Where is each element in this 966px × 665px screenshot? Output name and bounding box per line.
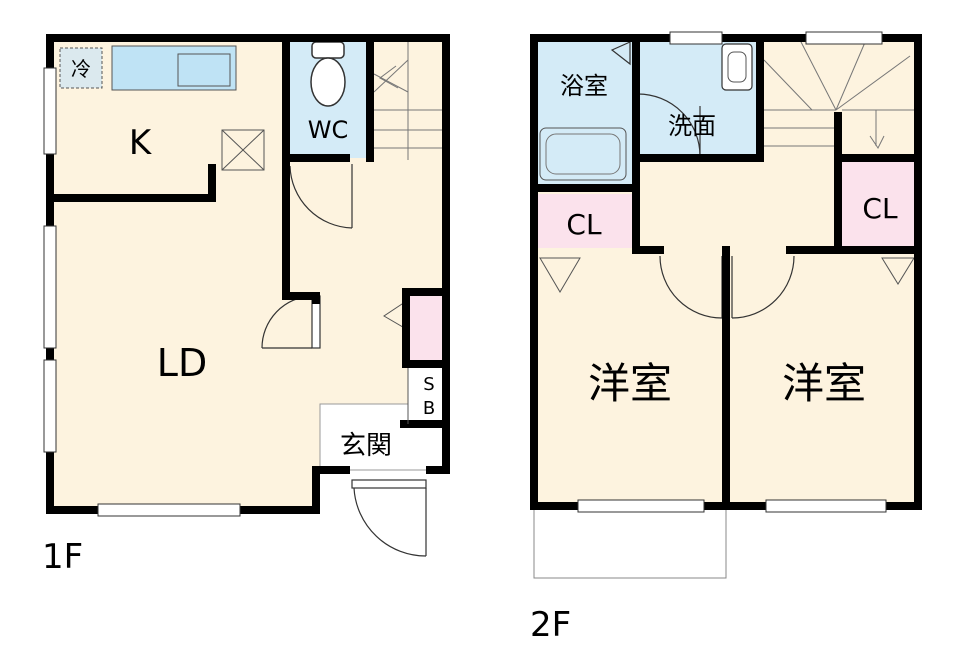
entrance-door	[351, 479, 427, 557]
bathtub	[539, 127, 627, 181]
refrigerator-space	[59, 47, 103, 89]
ventilation-hood-icon	[221, 129, 265, 171]
wc-door	[289, 164, 353, 229]
closet-door-left	[539, 257, 581, 293]
windows-2f	[577, 31, 887, 513]
bathroom-label: 浴室	[560, 72, 608, 100]
floor-label-2f: 2F	[530, 605, 571, 645]
western-room-left-floor	[534, 250, 726, 506]
staircase-1f	[373, 38, 446, 160]
kitchen-counter	[111, 45, 237, 91]
sink	[177, 53, 231, 87]
stair-floor-1f	[374, 38, 446, 160]
washroom-door	[637, 93, 701, 157]
closet-door-right	[881, 257, 915, 285]
first-floor-plan: 冷	[42, 34, 450, 577]
shoe-box-b-label: B	[423, 398, 435, 419]
windows-1f	[43, 67, 241, 517]
refrigerator-label: 冷	[71, 57, 91, 81]
ld-label: LD	[157, 341, 207, 385]
storage-closet	[410, 296, 442, 360]
floor-label-1f: 1F	[42, 537, 83, 577]
kitchen-label: K	[129, 123, 153, 163]
closet-left-floor	[534, 194, 634, 248]
shoe-box-s-label: S	[423, 374, 434, 395]
closet-right-label: CL	[862, 192, 898, 225]
bathtub-inner	[545, 133, 621, 175]
toilet-icon	[310, 41, 346, 107]
closet-right-floor	[842, 162, 918, 250]
wash-basin-icon	[721, 43, 753, 91]
entrance-label: 玄関	[340, 431, 392, 461]
closet-left-label: CL	[566, 208, 602, 241]
staircase-2f	[763, 39, 918, 149]
western-room-right-label: 洋室	[782, 359, 866, 408]
wc-label: WC	[308, 116, 349, 144]
wash-basin-bowl	[727, 51, 747, 83]
western-room-right-floor	[728, 250, 918, 506]
second-floor-plan: 浴室 洗面 CL CL 洋室 洋室 2F	[530, 31, 922, 645]
shoe-box	[408, 368, 442, 420]
washroom-label: 洗面	[668, 112, 716, 140]
ld-floor	[50, 198, 316, 510]
balcony	[533, 507, 727, 579]
western-room-left-label: 洋室	[588, 359, 672, 408]
